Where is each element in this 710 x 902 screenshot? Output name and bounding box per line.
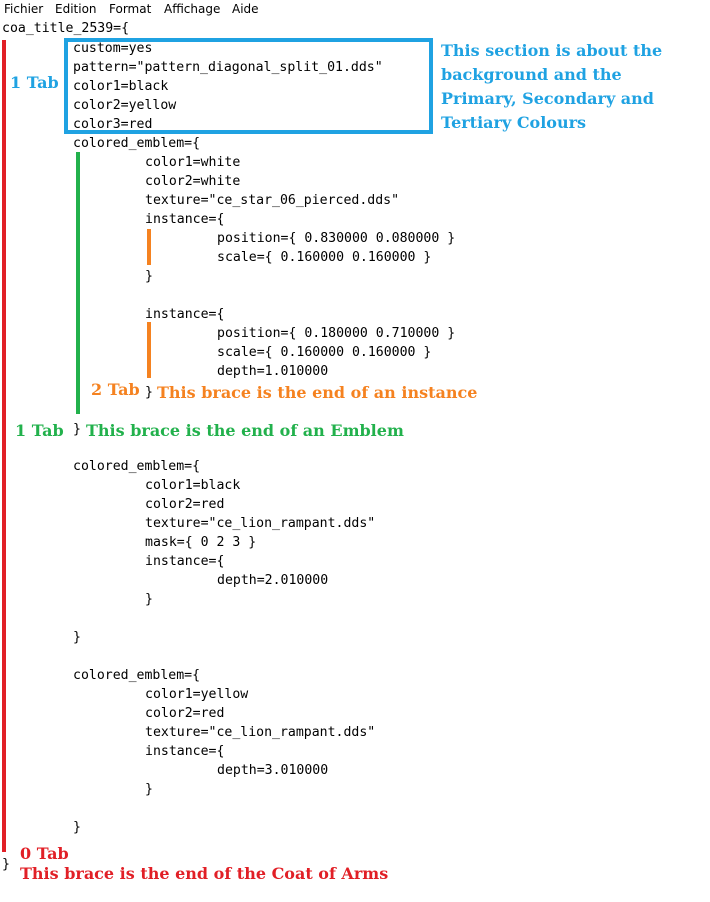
code-line: custom=yes <box>73 41 153 56</box>
code-line: colored_emblem={ <box>73 459 201 474</box>
code-line: texture="ce_star_06_pierced.dds" <box>145 193 400 208</box>
code-line: pattern="pattern_diagonal_split_01.dds" <box>73 60 383 75</box>
section-note-line-1: This section is about the <box>441 41 663 60</box>
code-line: instance={ <box>145 307 225 322</box>
menu-edition[interactable]: Edition <box>55 2 97 16</box>
coa-end-note: This brace is the end of the Coat of Arm… <box>20 864 389 883</box>
code-line: } <box>73 422 81 437</box>
code-line: depth=1.010000 <box>217 364 329 379</box>
code-line: color3=red <box>73 117 153 132</box>
code-line: position={ 0.180000 0.710000 } <box>217 326 456 341</box>
code-line: } <box>145 592 153 607</box>
code-line: } <box>145 385 153 400</box>
code-line: depth=3.010000 <box>217 763 329 778</box>
menu-fichier[interactable]: Fichier <box>4 2 44 16</box>
code-line: color2=red <box>145 497 225 512</box>
green-tab-1-bar <box>76 152 80 414</box>
code-line: instance={ <box>145 744 225 759</box>
code-line: } <box>145 269 153 284</box>
menu-bar: Fichier Edition Format Affichage Aide <box>0 0 710 19</box>
code-line: texture="ce_lion_rampant.dds" <box>145 516 376 531</box>
menu-format[interactable]: Format <box>109 2 152 16</box>
section-note-line-2: background and the <box>441 65 622 84</box>
menu-affichage[interactable]: Affichage <box>164 2 221 16</box>
code-line: instance={ <box>145 554 225 569</box>
emblem-end-note: This brace is the end of an Emblem <box>86 421 404 440</box>
code-line: scale={ 0.160000 0.160000 } <box>217 250 432 265</box>
code-line: scale={ 0.160000 0.160000 } <box>217 345 432 360</box>
code-line: color1=white <box>145 155 241 170</box>
code-line: texture="ce_lion_rampant.dds" <box>145 725 376 740</box>
code-line: color2=white <box>145 174 241 189</box>
code-line: } <box>145 782 153 797</box>
code-line: instance={ <box>145 212 225 227</box>
orange-tab-2-bar-2 <box>147 322 151 378</box>
code-line: position={ 0.830000 0.080000 } <box>217 231 456 246</box>
code-line: color1=black <box>73 79 169 94</box>
section-note-line-4: Tertiary Colours <box>441 113 587 132</box>
section-note-line-3: Primary, Secondary and <box>441 89 654 108</box>
tab-1-mid-label: 1 Tab <box>15 421 64 440</box>
code-line: } <box>73 820 81 835</box>
code-line: mask={ 0 2 3 } <box>145 535 257 550</box>
tab-0-label: 0 Tab <box>20 844 69 863</box>
code-line: } <box>2 857 10 872</box>
menu-aide[interactable]: Aide <box>232 2 259 16</box>
code-line: colored_emblem={ <box>73 668 201 683</box>
code-line: color2=red <box>145 706 225 721</box>
code-line: colored_emblem={ <box>73 136 201 151</box>
orange-tab-2-bar-1 <box>147 229 151 265</box>
code-line: color2=yellow <box>73 98 177 113</box>
code-line: depth=2.010000 <box>217 573 329 588</box>
code-line: coa_title_2539={ <box>2 21 130 36</box>
red-tab-0-bar <box>2 40 6 852</box>
color-section-highlight-box <box>64 38 433 134</box>
code-line: } <box>73 630 81 645</box>
tab-2-label: 2 Tab <box>91 380 140 399</box>
instance-end-note: This brace is the end of an instance <box>157 383 478 402</box>
code-line: color1=yellow <box>145 687 249 702</box>
tab-1-top-label: 1 Tab <box>10 73 59 92</box>
code-line: color1=black <box>145 478 241 493</box>
